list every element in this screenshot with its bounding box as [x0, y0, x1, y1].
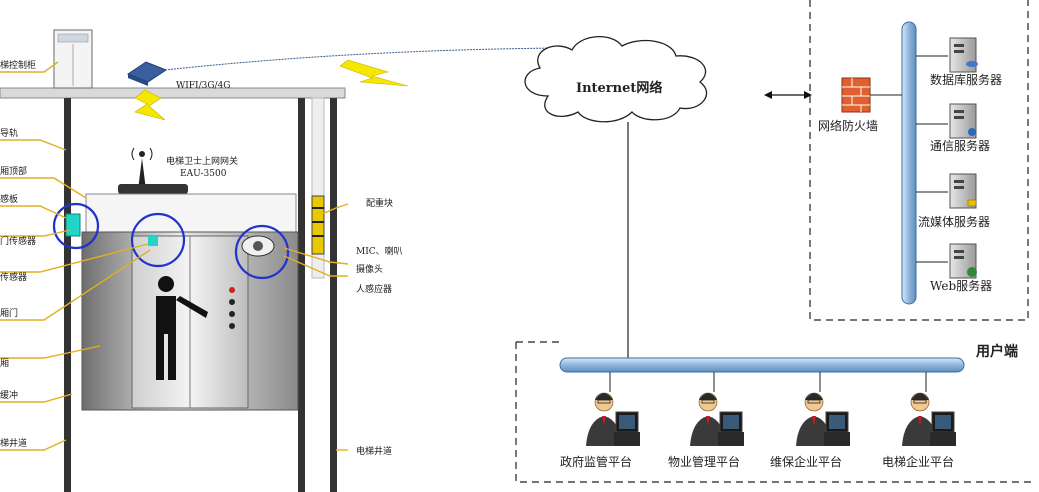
counterweight — [311, 195, 325, 255]
lightning-icon — [134, 89, 166, 121]
wireless-link — [164, 47, 561, 71]
label-shaft-right: 电梯井道 — [356, 445, 392, 457]
highlight-circle — [234, 224, 290, 280]
highlight-circle — [52, 202, 100, 250]
user-zone-box — [515, 342, 1036, 483]
server-zone-box — [809, 0, 1029, 321]
door-sensor-icon — [65, 213, 81, 237]
user-label-maintenance: 维保企业平台 — [770, 454, 842, 469]
machine-room-beam — [0, 87, 346, 99]
control-cabinet — [53, 29, 93, 89]
firewall-icon — [841, 77, 871, 113]
user-workstation-icon — [586, 372, 640, 446]
user-label-manufacturer: 电梯企业平台 — [882, 454, 954, 469]
communication-server-icon — [916, 103, 977, 139]
call-button-icon — [229, 299, 235, 305]
gateway-device — [118, 184, 188, 194]
lightning-icon — [339, 59, 409, 87]
label-board: 感板 — [0, 193, 18, 205]
label-door-sensor: 门传感器 — [0, 235, 36, 247]
streaming-server-icon — [916, 173, 977, 209]
label-human-sensor: 人感应器 — [356, 283, 392, 295]
label-sensor: 传感器 — [0, 271, 27, 283]
label-car: 厢 — [0, 358, 9, 369]
elevator-car — [81, 193, 299, 411]
shaft-rail-right — [298, 98, 305, 492]
server-label-web: Web服务器 — [930, 278, 992, 293]
shaft-wall-left — [64, 98, 71, 492]
user-workstation-icon — [690, 372, 744, 446]
label-rail: 导轨 — [0, 127, 18, 139]
bidirectional-arrow-icon — [764, 91, 812, 99]
sensor-icon — [148, 236, 158, 246]
label-shaft-left: 梯井道 — [0, 437, 27, 449]
wireless-label: WIFI/3G/4G — [176, 81, 231, 91]
user-section-label: 用户端 — [976, 343, 1018, 360]
callout-lines — [0, 61, 349, 451]
internet-cloud-icon — [524, 35, 708, 123]
web-server-icon — [916, 243, 977, 279]
user-workstation-icon — [796, 372, 850, 446]
label-counterweight: 配重块 — [366, 197, 393, 209]
elevator-shaft — [0, 87, 346, 492]
server-label-communication: 通信服务器 — [930, 138, 990, 153]
call-button-icon — [229, 323, 235, 329]
database-server-icon — [916, 37, 978, 73]
firewall-label: 网络防火墙 — [818, 118, 878, 133]
gateway-model: EAU-3500 — [180, 169, 227, 179]
label-door: 厢门 — [0, 307, 18, 319]
user-workstation-icon — [902, 372, 956, 446]
call-button-icon — [229, 287, 235, 293]
server-bus — [901, 21, 917, 305]
label-car-top: 厢顶部 — [0, 165, 27, 177]
camera-icon — [241, 235, 275, 257]
gateway-label: 电梯卫士上网网关 — [166, 155, 238, 167]
server-label-streaming: 流媒体服务器 — [918, 214, 990, 229]
label-mic-speaker: MIC、喇叭 — [356, 245, 403, 257]
gateway-antenna-icon — [131, 147, 153, 190]
label-camera: 摄像头 — [356, 263, 383, 275]
label-buffer: 缓冲 — [0, 389, 18, 401]
internet-label: Internet网络 — [576, 80, 662, 96]
person-figure — [156, 276, 208, 380]
call-button-icon — [229, 311, 235, 317]
server-label-database: 数据库服务器 — [930, 72, 1002, 87]
user-bus — [559, 357, 965, 373]
user-label-government: 政府监管平台 — [560, 454, 632, 469]
shaft-wall-right — [330, 98, 337, 492]
highlight-circle — [130, 212, 186, 268]
label-cabinet: 梯控制柜 — [0, 59, 36, 71]
router-icon — [126, 61, 168, 86]
user-label-property: 物业管理平台 — [668, 454, 740, 469]
